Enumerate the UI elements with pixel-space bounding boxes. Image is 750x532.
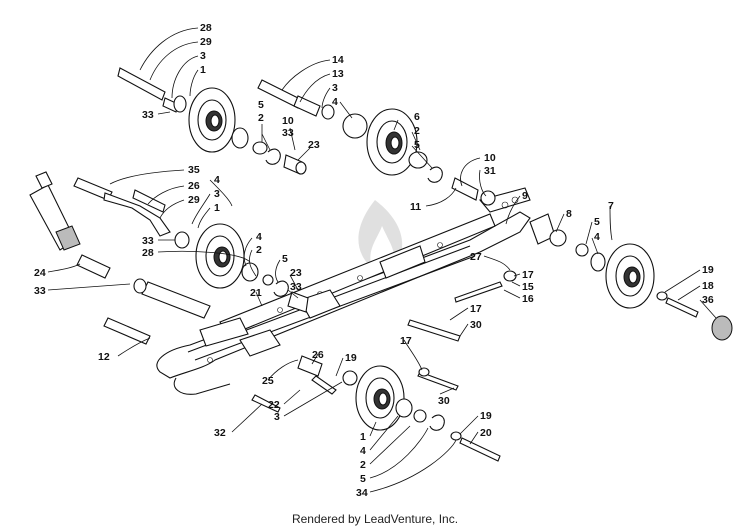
axles-lower-left: [76, 254, 211, 345]
callout-26: 26: [188, 180, 200, 192]
callout-7: 7: [608, 200, 614, 212]
callout-33: 33: [142, 235, 154, 247]
callout-10: 10: [484, 152, 496, 164]
callout-4: 4: [360, 445, 366, 457]
callout-2: 2: [360, 459, 366, 471]
callout-5: 5: [360, 473, 366, 485]
mid-idler-wheel: [73, 177, 309, 313]
callout-9: 9: [522, 190, 528, 202]
callout-34: 34: [356, 487, 368, 499]
callout-5: 5: [282, 253, 288, 265]
callout-11: 11: [410, 201, 421, 213]
callout-31: 31: [484, 165, 496, 177]
callout-2: 2: [256, 244, 262, 256]
callout-17: 17: [400, 335, 412, 347]
callout-4: 4: [332, 96, 338, 108]
callout-12: 12: [98, 351, 110, 363]
callout-33: 33: [34, 285, 46, 297]
lower-idler-wheel: [251, 355, 501, 462]
callout-22: 22: [268, 399, 280, 411]
callout-17: 17: [470, 303, 482, 315]
callout-21: 21: [250, 287, 262, 299]
callout-26: 26: [312, 349, 324, 361]
callout-33: 33: [142, 109, 154, 121]
upper-idler-wheel-right: [257, 79, 496, 206]
callout-5: 5: [414, 139, 420, 151]
callout-30: 30: [438, 395, 450, 407]
callout-5: 5: [258, 99, 264, 111]
rear-idler-wheel: [529, 213, 733, 341]
callout-15: 15: [522, 281, 534, 293]
callout-14: 14: [332, 54, 344, 66]
callout-4: 4: [256, 231, 262, 243]
callout-3: 3: [274, 411, 280, 423]
callout-16: 16: [522, 293, 534, 305]
shock-absorber: [29, 171, 81, 251]
callout-28: 28: [200, 22, 212, 34]
callout-10: 10: [282, 115, 294, 127]
callout-23: 23: [290, 267, 302, 279]
callout-29: 29: [200, 36, 212, 48]
callout-19: 19: [345, 352, 357, 364]
leadventure-flame-icon: [358, 200, 403, 268]
callout-23: 23: [308, 139, 320, 151]
callout-30: 30: [470, 319, 482, 331]
callout-32: 32: [214, 427, 226, 439]
callout-3: 3: [214, 188, 220, 200]
callout-29: 29: [188, 194, 200, 206]
callout-28: 28: [142, 247, 154, 259]
callout-3: 3: [332, 82, 338, 94]
callout-3: 3: [200, 50, 206, 62]
callout-2: 2: [414, 125, 420, 137]
callout-labels: 28 29 3 1 33 14 13 3 4 5 2 10 33 23 6 2 …: [34, 22, 714, 499]
callout-4: 4: [214, 174, 220, 186]
callout-1: 1: [200, 64, 206, 76]
callout-2: 2: [258, 112, 264, 124]
callout-17: 17: [522, 269, 534, 281]
callout-8: 8: [566, 208, 572, 220]
callout-6: 6: [414, 111, 420, 123]
callout-13: 13: [332, 68, 344, 80]
callout-33: 33: [282, 127, 294, 139]
callout-35: 35: [188, 164, 200, 176]
callout-1: 1: [214, 202, 220, 214]
callout-4: 4: [594, 231, 600, 243]
callout-5: 5: [594, 216, 600, 228]
callout-25: 25: [262, 375, 274, 387]
callout-24: 24: [34, 267, 46, 279]
callout-1: 1: [360, 431, 366, 443]
callout-19: 19: [480, 410, 492, 422]
callout-27: 27: [470, 251, 482, 263]
spacers-upper: [283, 154, 307, 175]
callout-18: 18: [702, 280, 714, 292]
callout-36: 36: [702, 294, 714, 306]
callout-20: 20: [480, 427, 492, 439]
upper-idler-wheel-left: [117, 67, 281, 165]
bolts-mid-right: [407, 270, 517, 391]
leader-lines: [47, 27, 717, 493]
callout-33: 33: [290, 281, 302, 293]
callout-19: 19: [702, 264, 714, 276]
footer-credit: Rendered by LeadVenture, Inc.: [291, 512, 459, 526]
